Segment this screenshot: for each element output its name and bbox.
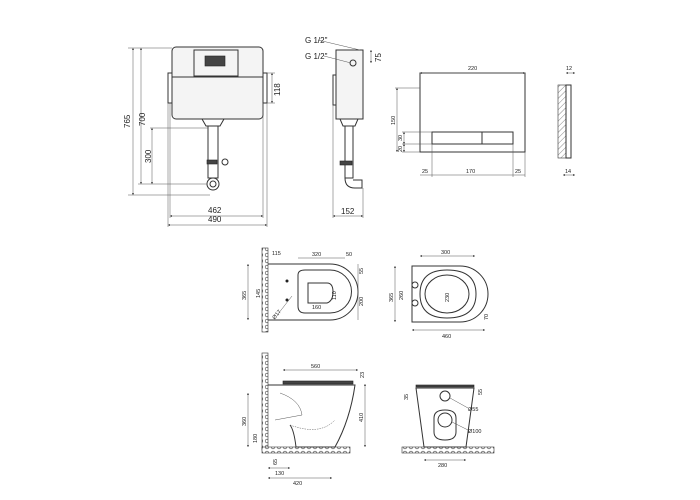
dim-outlet-width: 160 [312,305,321,311]
inlet-label-side: G 1/2" [305,52,328,61]
dim-height-frame: 700 [138,112,147,126]
dim-seat-inner: 230 [445,293,451,302]
dim-height-total: 765 [123,114,132,128]
dim-bowl-width: 200 [359,297,365,306]
dim-outlet-height: 180 [253,434,259,443]
dim-margin-left: 25 [422,169,428,175]
dim-toilet-length: 560 [311,364,320,370]
cistern-front-view: 765 700 300 118 462 490 [123,46,282,227]
dim-outlet-height: 300 [144,149,153,163]
dim-button-width: 170 [466,169,475,175]
toilet-side-view: 560 23 410 360 180 65 130 420 [242,352,366,487]
dim-button-bottom: 20 [398,146,404,152]
toilet-top-view: Ø17 115 320 50 55 200 110 160 365 145 [242,247,365,333]
dim-plate-height: 150 [391,116,397,125]
dim-seat-width: 300 [441,250,450,256]
flush-plate-side-view: 12 14 [557,66,575,176]
dim-fixing-hole: Ø17 [272,309,283,321]
dim-button-height: 30 [398,135,404,141]
flush-plate-front-view: 220 150 30 20 25 170 25 [391,66,526,177]
dim-fix-spacing: 145 [256,289,262,298]
dim-foot-length: 420 [293,481,302,487]
dim-hinge: 260 [399,291,405,300]
dim-margin-right: 25 [515,169,521,175]
dim-outlet-height: 110 [332,291,338,300]
dim-inlet-offset: 75 [374,53,383,62]
dim-inlet-diameter: Ø55 [468,407,478,413]
dim-outlet-offset: 65 [273,459,279,465]
dim-inlet-offset: 55 [478,389,484,395]
dim-plate-thickness: 12 [566,66,572,72]
dim-width: 365 [242,291,248,300]
dim-bracket: 118 [273,83,282,96]
dim-top-offset: 35 [404,394,410,400]
dim-outlet-axis: 130 [275,471,284,477]
toilet-front-view: Ø55 Ø100 35 55 280 [401,384,495,469]
dim-back: 50 [346,252,352,258]
dim-plate-depth: 14 [565,169,571,175]
dim-top-offset: 55 [359,268,365,274]
dim-length: 320 [312,252,321,258]
dim-plate-width: 220 [468,66,477,72]
dim-toilet-height: 410 [359,413,365,422]
dim-base-width: 280 [438,463,447,469]
dim-seat-length: 460 [442,334,451,340]
dim-axis-offset: 115 [272,251,281,257]
dim-width-outer: 490 [208,215,222,224]
dim-seat-depth: 365 [389,293,395,302]
dim-depth: 152 [341,207,355,216]
inlet-label-top: G 1/2" [305,36,328,45]
dim-width-inner: 462 [208,206,222,215]
cistern-side-view: G 1/2" G 1/2" 75 152 [305,36,383,218]
dim-seat-height: 23 [360,372,366,378]
dim-outlet-diameter: Ø100 [468,429,481,435]
seat-top-view: 300 365 260 230 70 460 [389,250,490,340]
dim-inlet-height: 360 [242,417,248,426]
dim-seat-front: 70 [484,314,490,320]
